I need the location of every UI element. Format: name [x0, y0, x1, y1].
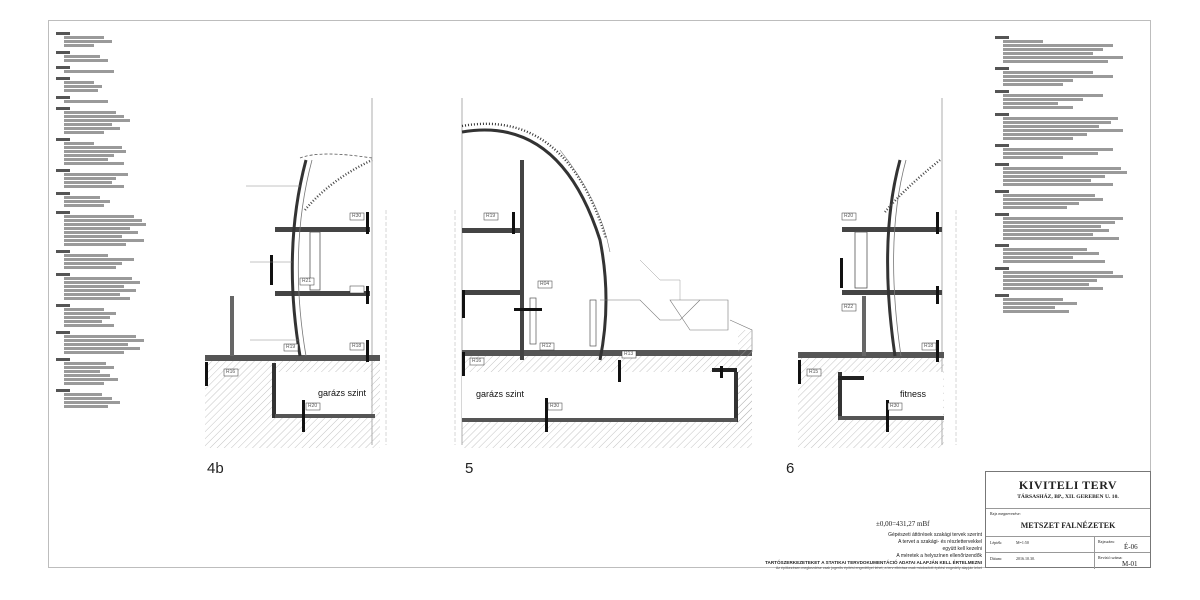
note-line-3: együtt kell kezelni: [942, 546, 982, 552]
tag-5-5: R16: [472, 358, 482, 364]
tag-4b-2: R21: [302, 278, 312, 284]
note-line-5: TARTÓSZERKEZETEKET A STATIKAI TERVDOKUME…: [765, 560, 982, 565]
tag-4b-6: R20: [308, 403, 318, 409]
section-number-6: 6: [786, 460, 795, 477]
tag-4b-5: R16: [226, 369, 236, 375]
title-row: KIVITELI TERV TÁRSASHÁZ, BP., XII. GEREB…: [986, 472, 1150, 509]
section-4b-drawing: [205, 98, 387, 448]
left-legend-column: [56, 28, 146, 568]
scale-value: M=1:50: [1016, 540, 1029, 545]
level-label-5: garázs szint: [476, 389, 525, 399]
section-number-5: 5: [465, 460, 474, 477]
tag-5-4: R13: [624, 351, 634, 357]
drawing-name-label: Rajz megnevezése:: [990, 511, 1021, 516]
section-number-4b: 4b: [207, 460, 224, 477]
sheet-value: É-06: [1124, 543, 1138, 551]
tag-6-4: R15: [809, 369, 819, 375]
right-legend-column: [995, 32, 1140, 462]
revision-label: Revízió száma:: [1098, 555, 1123, 560]
tag-6-3: R18: [924, 343, 934, 349]
section-6-drawing: [798, 98, 957, 448]
note-line-6: Az építkezésen megkezdése csak jogerős é…: [775, 566, 982, 570]
level-label-6: fitness: [900, 389, 927, 399]
scale-label: Lépték:: [990, 540, 1003, 545]
drawing-name: METSZET FALNÉZETEK: [1020, 521, 1116, 530]
level-label-4b: garázs szint: [318, 388, 367, 398]
drawing-sheet-border: [48, 20, 1151, 568]
date-row: Dátum: 2016.10.30. Revízió száma: M-01: [986, 553, 1150, 569]
tags-6: [806, 212, 937, 411]
drawing-name-row: Rajz megnevezése: METSZET FALNÉZETEK: [986, 509, 1150, 537]
tags-4b: [223, 212, 365, 411]
tag-5-6: R30: [550, 403, 560, 409]
tag-6-1: R20: [844, 213, 854, 219]
section-5-drawing: [454, 98, 753, 448]
note-line-2: A tervet a szakági- és részlettervekkel: [898, 539, 982, 545]
sheet-label: Rajzszám:: [1098, 539, 1115, 544]
tags-5: [469, 212, 637, 411]
legend-block: [56, 32, 146, 408]
scale-row: Lépték: M=1:50 Rajzszám: É-06: [986, 537, 1150, 553]
note-line-4: A méretek a helyszínen ellenőrizendők: [896, 553, 982, 559]
tag-5-1: R19: [486, 213, 496, 219]
project-name: TÁRSASHÁZ, BP., XII. GEREBEN U. 10.: [1017, 494, 1119, 500]
divider: [1094, 553, 1095, 569]
tag-6-5: R30: [890, 403, 900, 409]
divider: [1094, 537, 1095, 553]
date-value: 2016.10.30.: [1016, 556, 1035, 561]
date-label: Dátum:: [990, 556, 1002, 561]
tag-5-3: R12: [542, 343, 552, 349]
elevation-reference: ±0,00=431,27 mBf: [876, 520, 930, 528]
plan-type-title: KIVITELI TERV: [1018, 478, 1118, 492]
title-block: KIVITELI TERV TÁRSASHÁZ, BP., XII. GEREB…: [985, 471, 1151, 569]
tag-6-2: R22: [844, 304, 854, 310]
tag-4b-4: R18: [352, 343, 362, 349]
revision-value: M-01: [1122, 560, 1138, 568]
note-line-1: Gépészeti áttörések szakági tervek szeri…: [888, 532, 982, 538]
tag-5-2: R04: [540, 281, 550, 287]
tag-4b-3: R19: [286, 344, 296, 350]
tag-4b-1: R30: [352, 213, 362, 219]
